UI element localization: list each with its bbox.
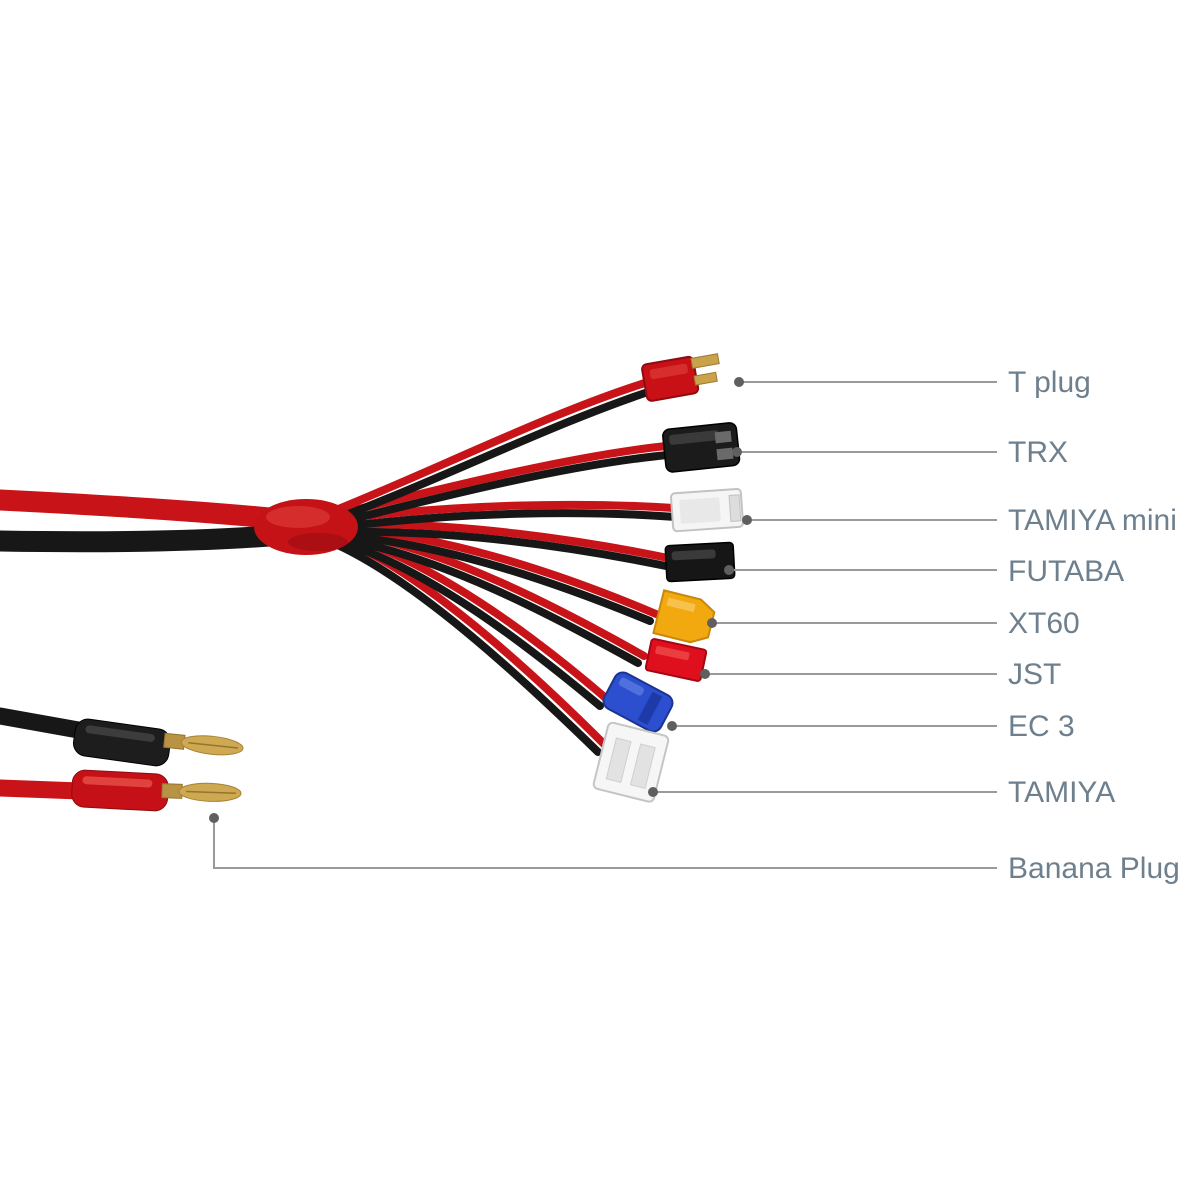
banana-plug-red [0, 769, 242, 812]
futaba-connector [664, 541, 736, 583]
leader-jst [700, 669, 997, 679]
label-trx: TRX [1008, 436, 1068, 469]
leader-trx [732, 447, 997, 457]
leader-t-plug [734, 377, 997, 387]
label-xt60: XT60 [1008, 607, 1080, 640]
label-ec3: EC 3 [1008, 710, 1075, 743]
label-jst: JST [1008, 658, 1061, 691]
label-tamiya-mini: TAMIYA mini [1008, 504, 1177, 537]
leader-ec3 [667, 721, 997, 731]
trx-connector [662, 422, 741, 473]
jst-connector [644, 638, 708, 682]
tamiya-connector [592, 721, 670, 803]
label-t-plug: T plug [1008, 366, 1091, 399]
leader-xt60 [707, 618, 997, 628]
fanout-wires [327, 378, 680, 756]
ec3-connector [602, 671, 674, 733]
label-banana-plug: Banana Plug [1008, 852, 1180, 885]
t-plug-connector [641, 353, 720, 402]
banana-plug-black [0, 707, 244, 767]
leader-tamiya-mini [742, 515, 997, 525]
leader-banana-plug [209, 813, 997, 869]
leader-lines [209, 377, 997, 869]
leader-tamiya [648, 787, 997, 797]
label-tamiya: TAMIYA [1008, 776, 1115, 809]
xt60-connector [652, 589, 716, 644]
tamiya-mini-connector [670, 487, 744, 533]
label-futaba: FUTABA [1008, 555, 1124, 588]
main-cable [0, 489, 293, 553]
heat-shrink-junction [254, 499, 358, 555]
labels: T plug TRX TAMIYA mini FUTABA XT60 JST E… [1008, 366, 1180, 885]
leader-futaba [724, 565, 997, 575]
